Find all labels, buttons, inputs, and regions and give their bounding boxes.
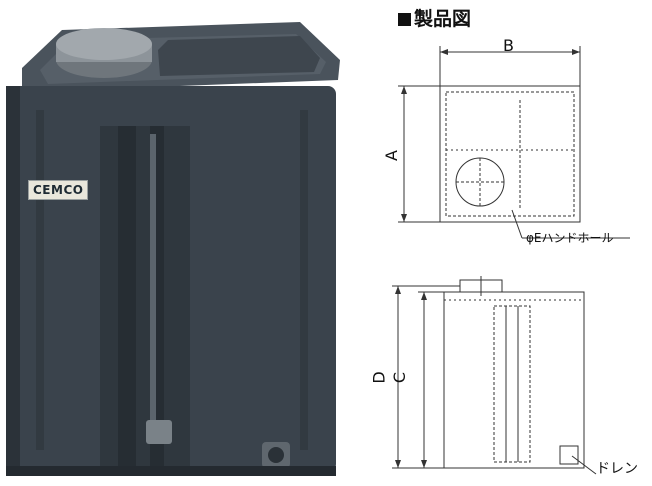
page-title: 製品図 [398,4,471,31]
dimension-a-label: A [381,150,401,161]
dimension-d-label: D [369,371,389,384]
dimension-b-label: B [503,36,514,55]
heading-text: 製品図 [414,8,472,30]
tank-photo [6,22,340,476]
cemco-logo: CEMCO [28,180,89,200]
top-view-outline [439,85,581,223]
side-view-outline [443,291,585,469]
hand-hole-note: φEハンドホール [526,231,614,245]
product-drawing [392,46,630,475]
drain-note: ドレン [596,461,638,477]
dimension-c-label: C [390,371,410,384]
square-bullet-icon [398,13,411,26]
